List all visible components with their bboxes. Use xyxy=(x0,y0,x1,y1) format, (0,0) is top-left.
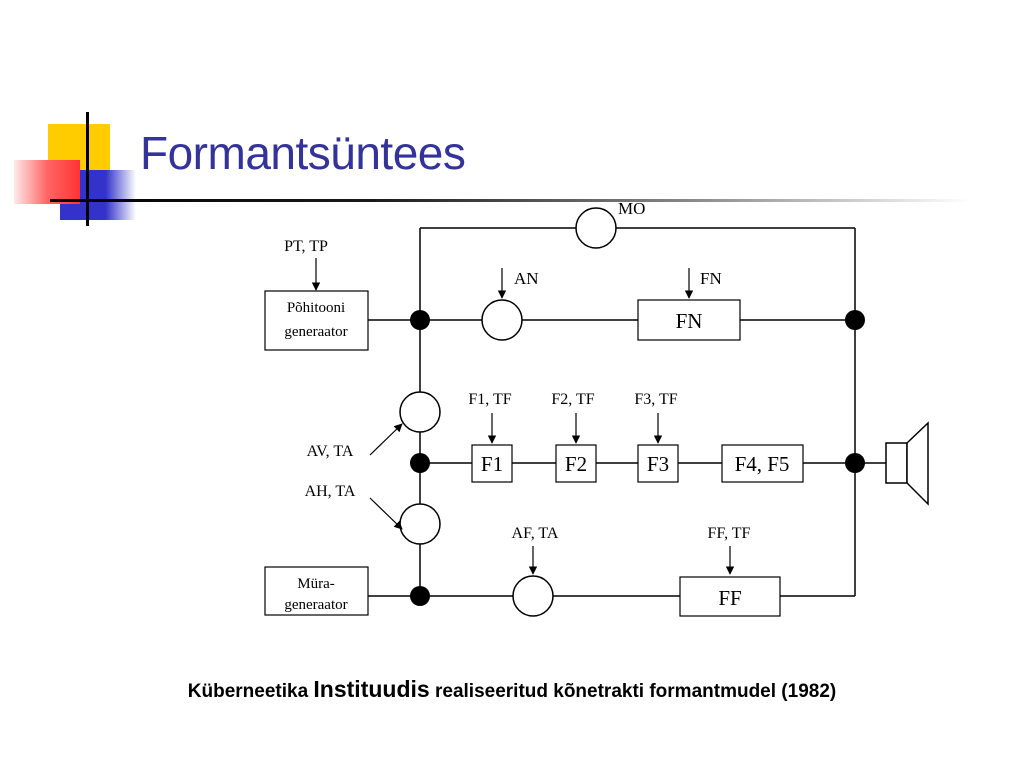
junction-dot xyxy=(845,453,865,473)
junction-dot xyxy=(410,453,430,473)
junction-dot xyxy=(845,310,865,330)
mo-label: MO xyxy=(618,199,645,218)
fn-filter-box xyxy=(637,299,741,341)
f2-filter-box xyxy=(555,444,597,483)
an-label: AN xyxy=(514,269,539,288)
f3-tf-label: F3, TF xyxy=(634,391,677,408)
f1-tf-label: F1, TF xyxy=(468,391,511,408)
junction-dot xyxy=(410,310,430,330)
speaker-icon xyxy=(885,421,929,506)
an-amplifier xyxy=(481,299,523,341)
junction-dot xyxy=(410,586,430,606)
f1-filter-label: F1 xyxy=(481,452,503,476)
ff-filter-box xyxy=(679,576,781,617)
deco-red-square xyxy=(14,160,80,204)
ff-tf-label: FF, TF xyxy=(708,525,751,542)
f3-filter-label: F3 xyxy=(647,452,669,476)
pitch-generator-line2: generaator xyxy=(284,324,347,340)
noise-generator-line1: Müra- xyxy=(297,576,335,592)
wiring xyxy=(368,227,886,597)
pitch-generator-line1: Põhitooni xyxy=(287,300,345,316)
fn-control-label: FN xyxy=(700,269,722,288)
fn-filter-label: FN xyxy=(676,309,703,333)
f45-filter-label: F4, F5 xyxy=(735,452,790,476)
af-amplifier xyxy=(512,575,554,617)
slide-caption: Küberneetika Instituudis realiseeritud k… xyxy=(0,676,1024,703)
av-ta-label: AV, TA xyxy=(307,443,354,460)
title-underline xyxy=(50,199,970,202)
caption-part3: realiseeritud kõnetrakti formantmudel (1… xyxy=(429,681,837,702)
ff-filter-label: FF xyxy=(718,586,741,610)
av-amplifier xyxy=(399,391,441,433)
noise-generator-box xyxy=(264,566,369,616)
f3-filter-box xyxy=(637,444,679,483)
f2-tf-label: F2, TF xyxy=(551,391,594,408)
page-title: Formantsüntees xyxy=(140,127,466,179)
caption-part2: Instituudis xyxy=(313,676,430,702)
caption-part1: Küberneetika xyxy=(187,681,314,702)
af-ta-label: AF, TA xyxy=(512,525,559,542)
pitch-generator-box xyxy=(264,290,369,351)
control-arrows xyxy=(311,258,735,575)
f2-filter-label: F2 xyxy=(565,452,587,476)
deco-vertical-line xyxy=(86,112,89,226)
f1-filter-box xyxy=(471,444,513,483)
ah-amplifier xyxy=(399,503,441,545)
ah-ta-label: AH, TA xyxy=(305,483,356,500)
mo-amplifier xyxy=(575,207,617,249)
noise-generator-line2: generaator xyxy=(284,597,347,613)
f45-filter-box xyxy=(721,444,804,483)
pt-tp-label: PT, TP xyxy=(284,238,328,255)
